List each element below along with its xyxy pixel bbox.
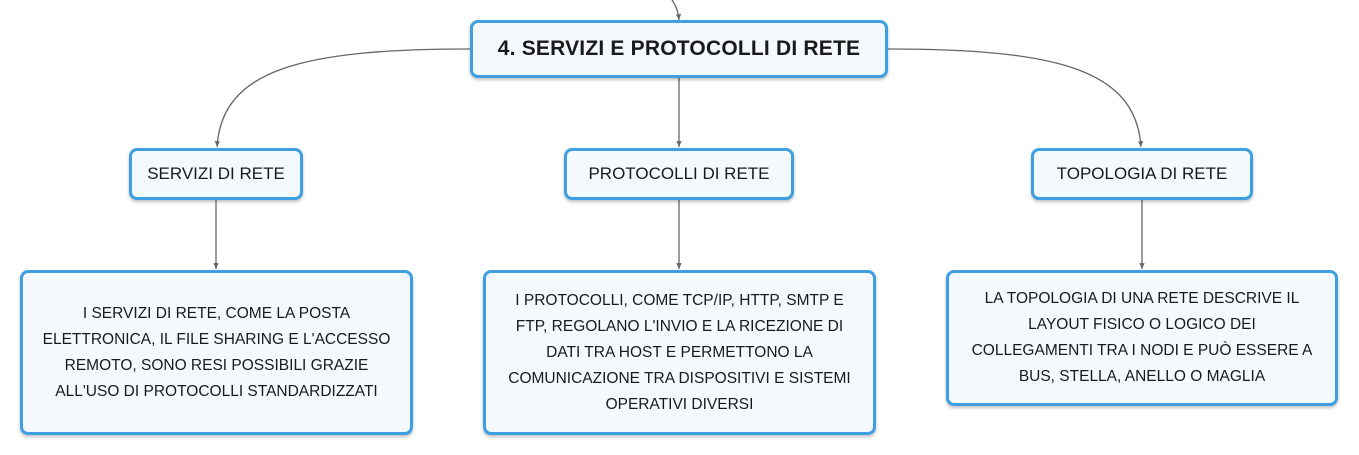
detail-text: LA TOPOLOGIA DI UNA RETE DESCRIVE IL LAY… [971,290,1313,385]
detail-text: I PROTOCOLLI, COME TCP/IP, HTTP, SMTP E … [508,291,851,413]
topic-label: SERVIZI DI RETE [147,164,285,183]
detail-topologia-di-rete[interactable]: LA TOPOLOGIA DI UNA RETE DESCRIVE IL LAY… [946,270,1338,406]
connector-root-to-topologia [887,48,1144,148]
topic-label: TOPOLOGIA DI RETE [1056,164,1228,183]
topic-topologia-di-rete[interactable]: TOPOLOGIA DI RETE [1031,148,1253,200]
detail-servizi-di-rete[interactable]: I SERVIZI DI RETE, COME LA POSTA ELETTRO… [20,270,413,435]
incoming-connector [671,0,682,21]
root-topic[interactable]: 4. SERVIZI E PROTOCOLLI DI RETE [470,20,888,78]
root-topic-label: 4. SERVIZI E PROTOCOLLI DI RETE [497,37,861,60]
detail-text: I SERVIZI DI RETE, COME LA POSTA ELETTRO… [42,304,391,400]
connector-root-to-servizi [214,48,471,148]
topic-label: PROTOCOLLI DI RETE [588,164,770,183]
topic-protocolli-di-rete[interactable]: PROTOCOLLI DI RETE [564,148,794,200]
topic-servizi-di-rete[interactable]: SERVIZI DI RETE [129,148,303,200]
detail-protocolli-di-rete[interactable]: I PROTOCOLLI, COME TCP/IP, HTTP, SMTP E … [483,270,876,435]
